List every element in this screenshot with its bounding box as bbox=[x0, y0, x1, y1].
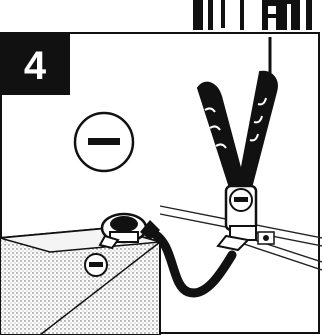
step-number: 4 bbox=[24, 44, 47, 88]
negative-polarity-icon bbox=[75, 113, 133, 171]
background-vehicle-detail bbox=[193, 0, 312, 30]
clamp-minus-icon bbox=[230, 189, 252, 211]
step-badge: 4 bbox=[0, 33, 70, 95]
terminal-minus-icon bbox=[85, 254, 107, 276]
battery bbox=[0, 228, 160, 335]
